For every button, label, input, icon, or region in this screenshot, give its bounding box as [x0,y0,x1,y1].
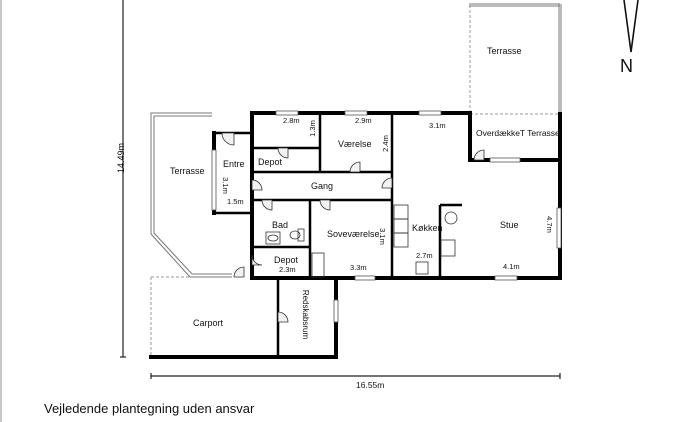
room-label-terrasse-top: Terrasse [487,46,522,56]
room-label-sovevaerelse: Soveværelse [327,229,380,239]
room-label-vaerelse: Værelse [338,139,372,149]
room-label-terrasse-left: Terrasse [170,166,205,176]
plan-caption: Vejledende plantegning uden ansvar [44,401,255,416]
room-label-carport: Carport [193,318,224,328]
image-left-border [0,0,2,422]
dim-depot-top-width: 2.8m [283,116,300,125]
room-label-gang: Gang [311,181,334,191]
room-label-koekken: Køkken [412,223,443,233]
dim-overall-width: 16.55m [356,380,385,390]
north-label: N [620,56,633,76]
dim-vaerelse-width: 2.9m [355,116,372,125]
dim-vaerelse-height: 2.4m [380,135,390,152]
room-label-overdaekket-terrasse: OverdækkeT Terrasse [476,128,560,138]
dim-stue-top-width: 3.1m [429,121,446,130]
dim-stue-height: 4.7m [544,216,554,233]
dim-sovevaerelse-width: 3.3m [350,263,367,272]
room-label-depot-top: Depot [258,157,283,167]
terrasse-top-outline [469,3,562,115]
room-label-entre: Entre [223,159,245,169]
terrasse-left-outline [150,112,232,278]
fixtures [265,204,458,278]
dim-stue-width: 4.1m [503,262,520,271]
dim-sovevaerelse-height: 3.1m [377,228,387,245]
windows [211,110,562,323]
width-dimension-line [150,373,561,379]
dim-entre-height: 3.1m [220,177,230,194]
north-arrow-icon [623,0,639,53]
height-dimension-line [120,0,126,358]
room-label-stue: Stue [500,220,519,230]
dim-overall-height: 14.49m [116,142,127,174]
dim-koekken-width: 2.7m [416,251,433,260]
room-label-bad: Bad [272,220,289,230]
room-label-redskabsrum: Redskabsrum [301,289,311,340]
dim-depot-bottom-width: 2.3m [279,265,296,274]
door-swings [221,132,485,323]
carport-outline [150,276,190,357]
room-label-depot-bottom: Depot [274,255,299,265]
dim-entre-width: 1.5m [227,197,244,206]
dim-depot-top-height: 1.3m [307,120,317,137]
